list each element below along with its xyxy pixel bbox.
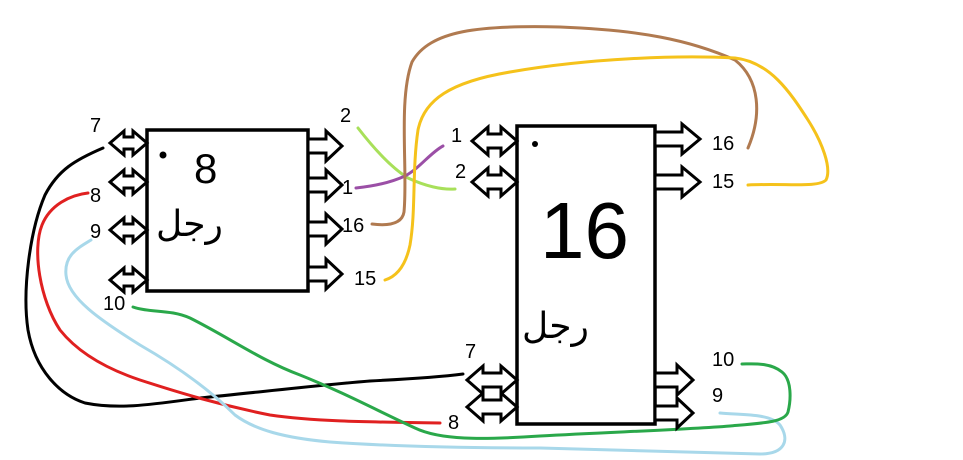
chip-small-word: رجل (156, 204, 223, 245)
chip-big-pin8-label: 8 (448, 412, 459, 434)
chip-big-pin16-label: 16 (712, 133, 734, 155)
chip-big-number: 16 (540, 186, 629, 275)
chip-small-body (145, 128, 310, 293)
wire-pin9-small-to-pin9-big (64, 238, 787, 456)
wires (24, 25, 830, 456)
chip-big-pin9-label: 9 (712, 385, 723, 407)
chip-big-pin2-label: 2 (455, 161, 466, 183)
wire-pin8-small-to-pin8-big (36, 191, 442, 425)
wire-pin7-small-to-pin7-big (24, 146, 465, 408)
chip-big-word: رجل (522, 306, 589, 347)
chip-big-pin10-arrow (653, 361, 696, 399)
chip-big-pin7-label: 7 (465, 341, 476, 363)
chip-big-pin8-arrow (464, 389, 520, 425)
chip-big-pin15-label: 15 (712, 171, 734, 193)
chip-big-pin16-arrow (653, 120, 703, 158)
chip-small-pin10-arrow (107, 264, 150, 296)
chip-small-pin8-arrow (107, 166, 150, 198)
chip-big-pin9-arrow (653, 394, 696, 432)
chip-big: 16 رجل 1 2 16 15 7 8 10 9 (448, 120, 734, 434)
wire-pin1-small-to-pin1-big (354, 144, 445, 190)
chip-small-number: 8 (194, 145, 217, 192)
chip-small-pin9-arrow (107, 214, 150, 246)
chip-small-pin2-arrow (306, 127, 345, 165)
chip-small-pin1-arrow (306, 166, 345, 204)
chip-big-orientation-dot (532, 141, 538, 147)
chip-small-pin1-label: 1 (342, 177, 353, 199)
chip-big-pin10-label: 10 (712, 349, 734, 371)
chip-small-orientation-dot (159, 151, 167, 159)
wire-pin16-small-to-pin16-big (370, 25, 759, 227)
chip-small-pin2-label: 2 (340, 105, 351, 127)
chip-small-pin16-label: 16 (342, 215, 364, 237)
chip-small-pin7-label: 7 (90, 115, 101, 137)
wire-pin15-small-to-pin15-big (383, 55, 830, 282)
chip-big-body (515, 124, 657, 426)
chip-small-pin15-label: 15 (354, 268, 376, 290)
chip-small-pin7-arrow (107, 127, 150, 159)
chip-small-pin9-label: 9 (90, 221, 101, 243)
chip-big-pin15-arrow (653, 163, 703, 201)
chip-small-pin15-arrow (306, 255, 345, 293)
chip-small: 8 رجل 7 8 9 10 2 1 16 15 (90, 105, 376, 315)
chip-small-pin16-arrow (306, 210, 345, 248)
chip-small-pin8-label: 8 (90, 185, 101, 207)
wire-pin10-small-to-pin10-big (131, 305, 792, 440)
wire-pin2-small-to-pin2-big (356, 126, 457, 191)
chip-small-pin10-label: 10 (103, 293, 125, 315)
chip-big-pin1-label: 1 (451, 125, 462, 147)
chip-big-pin2-arrow (469, 164, 520, 200)
chip-big-pin1-arrow (469, 123, 520, 159)
chip-big-pin7-arrow (464, 362, 520, 398)
